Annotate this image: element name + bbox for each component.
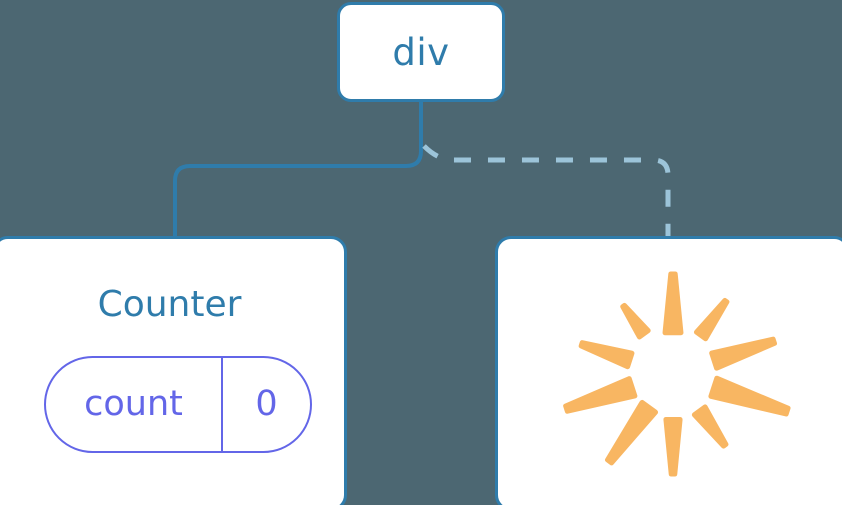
node-sparkle[interactable] [495, 236, 842, 505]
edge-root-to-sparkle [422, 144, 671, 240]
edge-root-to-counter [173, 99, 423, 242]
sparkle-burst [498, 239, 842, 505]
sparkle-ray-2 [708, 336, 777, 371]
node-counter-label: Counter [97, 284, 242, 325]
state-pill-key: count [46, 358, 223, 451]
sparkle-ray-0 [662, 271, 683, 335]
sparkle-icon [562, 271, 791, 476]
state-pill-value: 0 [255, 384, 278, 424]
state-pill-count[interactable]: count 0 [44, 356, 312, 453]
sparkle-ray-3 [707, 375, 791, 416]
sparkle-ray-5 [662, 416, 683, 476]
sparkle-ray-7 [562, 375, 637, 414]
sparkle-ray-4 [691, 403, 728, 449]
node-counter[interactable]: Counter count 0 [0, 236, 347, 505]
sparkle-ray-9 [619, 302, 651, 339]
node-div[interactable]: div [337, 2, 505, 102]
node-div-label: div [392, 30, 450, 74]
sparkle-ray-1 [693, 297, 729, 341]
sparkle-ray-6 [604, 399, 658, 465]
sparkle-ray-8 [578, 339, 634, 369]
